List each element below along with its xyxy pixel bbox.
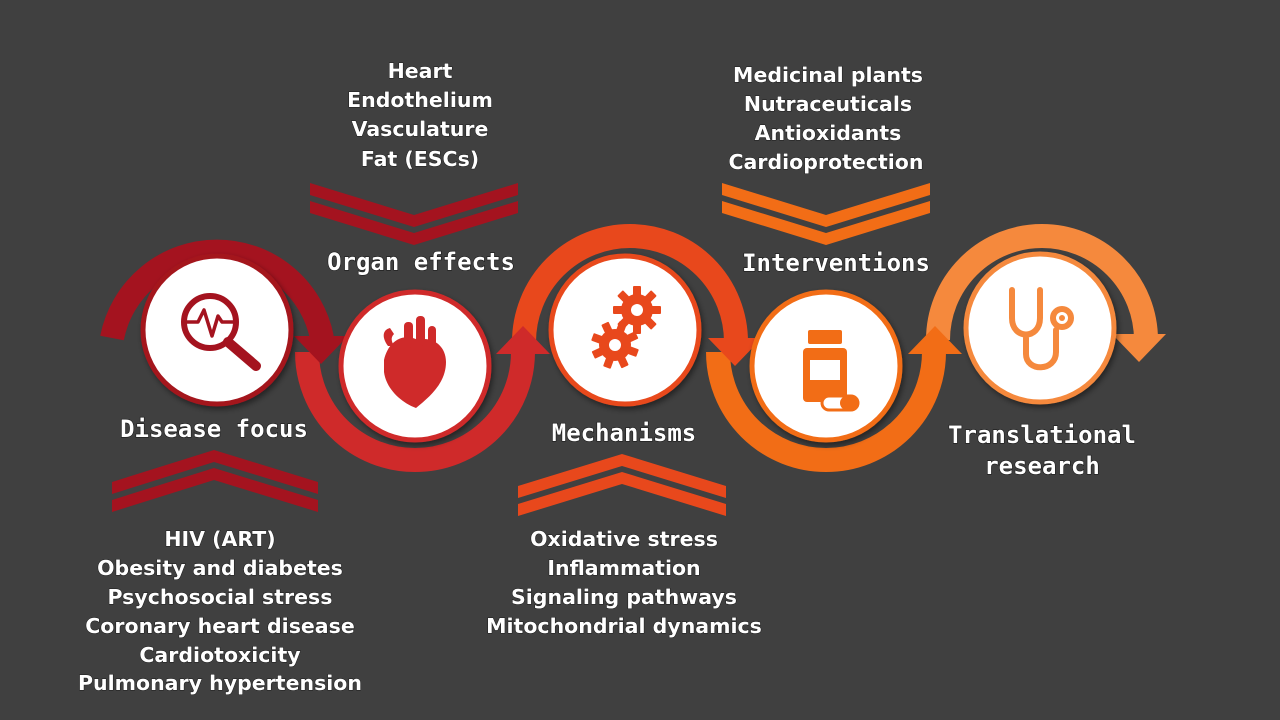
flow-arrowheads xyxy=(294,326,1166,366)
magnifier-heartbeat-icon xyxy=(181,293,261,371)
list-item: Vasculature xyxy=(352,117,489,141)
flow-arcs xyxy=(100,224,1158,472)
stage-circle xyxy=(548,253,702,407)
chevron-up-icon xyxy=(112,450,318,512)
arrowhead-up xyxy=(496,326,550,354)
gears-icon xyxy=(591,286,661,369)
list-item: Heart xyxy=(388,59,453,83)
list-disease-focus: HIV (ART) Obesity and diabetes Psychosoc… xyxy=(78,527,363,696)
list-item: Pulmonary hypertension xyxy=(78,671,362,695)
stage-labels: Disease focus Organ effects Mechanisms I… xyxy=(119,247,1136,480)
chevron-down-icon xyxy=(310,183,518,245)
label-interventions: Interventions xyxy=(742,249,930,277)
stage-circle xyxy=(140,253,294,407)
chevron-up-icon xyxy=(518,454,726,516)
list-item: Cardioprotection xyxy=(728,150,923,174)
label-organ-effects: Organ effects xyxy=(327,248,515,276)
chevrons xyxy=(112,183,930,516)
list-item: Signaling pathways xyxy=(511,585,737,609)
list-item: Endothelium xyxy=(347,88,493,112)
label-mechanisms: Mechanisms xyxy=(552,419,697,447)
list-item: HIV (ART) xyxy=(164,527,275,551)
medicine-bottle-icon xyxy=(803,330,860,412)
list-item: Mitochondrial dynamics xyxy=(486,614,762,638)
list-item: Medicinal plants xyxy=(733,63,923,87)
arc-translational xyxy=(926,224,1158,341)
arrowhead-down xyxy=(708,338,762,366)
list-item: Cardiotoxicity xyxy=(139,643,300,667)
list-item: Inflammation xyxy=(547,556,700,580)
list-mechanisms: Oxidative stress Inflammation Signaling … xyxy=(486,527,763,639)
list-item: Oxidative stress xyxy=(530,527,718,551)
list-item: Antioxidants xyxy=(755,121,902,145)
arrowhead-up xyxy=(908,326,962,354)
arc-organ-effects xyxy=(295,351,535,472)
list-item: Fat (ESCs) xyxy=(361,147,479,171)
list-item: Nutraceuticals xyxy=(744,92,912,116)
arc-interventions xyxy=(706,351,946,472)
label-translational-research: Translational xyxy=(948,421,1136,449)
label-disease-focus: Disease focus xyxy=(120,415,308,443)
list-item: Obesity and diabetes xyxy=(97,556,343,580)
chevron-down-icon xyxy=(722,183,930,245)
arrowhead-down xyxy=(294,336,348,364)
stethoscope-icon xyxy=(1009,287,1074,371)
label-translational-research: research xyxy=(984,452,1100,480)
arc-disease-focus xyxy=(100,239,334,341)
list-interventions: Medicinal plants Nutraceuticals Antioxid… xyxy=(728,63,924,175)
arrowhead-down xyxy=(1112,334,1166,362)
list-item: Coronary heart disease xyxy=(85,614,354,638)
heart-icon xyxy=(383,316,446,408)
list-item: Psychosocial stress xyxy=(108,585,333,609)
list-organ-effects: Heart Endothelium Vasculature Fat (ESCs) xyxy=(347,59,494,172)
arc-mechanisms xyxy=(512,224,748,343)
